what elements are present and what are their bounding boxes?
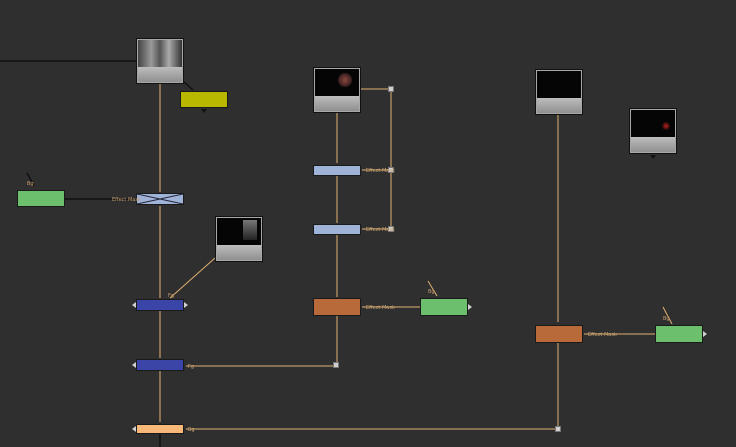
output-merge-node[interactable] [136,424,184,434]
transform-node-2[interactable] [313,224,361,235]
thumbnail-image [537,71,581,98]
merge-node-1[interactable] [136,299,184,311]
mask-thumbnail-node[interactable] [215,216,263,262]
link-label: Bg [27,181,34,187]
node-label-band [217,245,261,260]
loader-node-left[interactable] [17,190,65,207]
link-label: Fg [168,293,175,299]
link-label: Bg [428,289,435,295]
loader-thumbnail-node[interactable] [136,38,184,84]
output-arrow-icon [201,109,207,113]
thumbnail-image [315,69,359,96]
loader-node-right[interactable] [655,325,703,343]
link-label: Fg [188,364,195,370]
thumbnail-image [217,218,261,245]
pipe-router-5[interactable] [555,426,561,432]
pipe-router-4[interactable] [333,362,339,368]
disabled-cross-icon [137,194,183,204]
pipe-router-3[interactable] [388,226,394,232]
node-label-band [537,98,581,113]
crossed-transform-node[interactable] [136,193,184,205]
link-label: Effect Mask [366,227,395,233]
merge-node-2[interactable] [136,359,184,371]
pipe-router-2[interactable] [388,167,394,173]
input-arrow-icon [132,362,136,368]
output-arrow-icon [468,304,472,310]
output-arrow-icon [184,302,188,308]
node-label-band [315,96,359,111]
loader-node-mid[interactable] [420,298,468,316]
color-correct-node-2[interactable] [535,325,583,343]
node-label-band [138,67,182,82]
link-label: Effect Mask [112,197,141,203]
thumbnail-image [631,110,675,137]
link-label: Bg [663,316,670,322]
link-label: Effect Mask [366,168,395,174]
transform-node-1[interactable] [313,165,361,176]
black-thumbnail-node[interactable] [535,69,583,115]
input-arrow-icon [132,426,136,432]
link-label: Bg [188,427,195,433]
output-arrow-icon [650,155,656,159]
thumbnail-image [138,40,182,67]
color-correct-node-1[interactable] [313,298,361,316]
matte-thumbnail-node[interactable] [313,67,361,113]
link-label: Effect Mask [588,332,617,338]
node-label-band [631,137,675,152]
input-arrow-icon [132,302,136,308]
pipe-router-1[interactable] [388,86,394,92]
link-label: Effect Mask [366,305,395,311]
yellow-tool-node[interactable] [180,91,228,108]
red-matte-thumbnail-node[interactable] [629,108,677,154]
output-arrow-icon [703,331,707,337]
